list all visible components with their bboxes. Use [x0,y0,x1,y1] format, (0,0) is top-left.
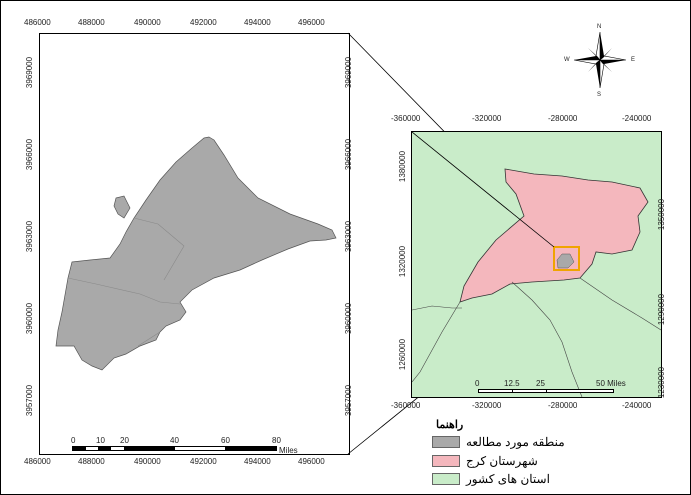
locator-scale-label: 0 [475,379,480,388]
legend-label: شهرستان کرج [466,454,538,468]
locator-right-tick: 1290000 [657,293,667,326]
locator-bottom-tick: -360000 [391,401,421,410]
locator-left-tick: 1380000 [398,150,408,183]
scale-unit: Miles [279,446,298,455]
left-side-tick: 3969000 [25,56,35,89]
left-top-tick: 496000 [298,18,325,27]
left-side-tick: 3966000 [25,138,35,171]
scale-label: 80 [272,436,281,445]
left-bottom-tick: 496000 [298,457,325,466]
study-area-highlight-box [553,246,580,271]
locator-left-tick: 1260000 [398,338,408,371]
left-bottom-tick: 488000 [78,457,105,466]
left-bottom-tick: 492000 [190,457,217,466]
study-area-islet [113,195,131,219]
north-label: N [597,24,602,30]
left-side-tick: 3960000 [25,302,35,335]
locator-bottom-tick: -280000 [548,401,578,410]
legend-item-provinces: استان های کشور [432,472,550,486]
study-area-polygon [55,136,337,371]
left-top-tick: 488000 [78,18,105,27]
left-top-tick: 494000 [244,18,271,27]
legend-swatch [432,455,460,467]
legend-label: منطقه مورد مطالعه [466,435,565,449]
scale-label: 40 [170,436,179,445]
locator-bottom-tick: -320000 [472,401,502,410]
left-bottom-tick: 494000 [244,457,271,466]
study-area-locator [556,253,575,269]
locator-right-tick: 1350000 [657,198,667,231]
legend-item-karaj: شهرستان کرج [432,454,538,468]
right-side-tick: 3969000 [344,56,354,89]
locator-scalebar [478,389,614,393]
locator-top-tick: -360000 [391,114,421,123]
locator-map-frame [411,131,662,398]
legend-item-study-area: منطقه مورد مطالعه [432,435,565,449]
legend-title: راهنما [436,419,464,431]
right-side-tick: 3966000 [344,138,354,171]
legend-swatch [432,473,460,485]
left-bottom-tick: 486000 [24,457,51,466]
scale-label: 10 [96,436,105,445]
left-bottom-tick: 490000 [134,457,161,466]
left-top-tick: 486000 [24,18,51,27]
left-top-tick: 492000 [190,18,217,27]
legend-swatch [432,436,460,448]
left-side-tick: 3957000 [25,384,35,417]
locator-right-tick: 1230000 [657,366,667,399]
scale-label: 60 [221,436,230,445]
locator-scale-label: 12.5 [504,379,520,388]
left-side-tick: 3963000 [25,220,35,253]
locator-bottom-tick: -240000 [622,401,652,410]
locator-top-tick: -240000 [622,114,652,123]
scale-label: 0 [71,436,76,445]
locator-map [412,132,661,397]
left-scalebar [72,446,277,451]
legend-label: استان های کشور [466,472,550,486]
right-side-tick: 3963000 [344,220,354,253]
right-side-tick: 3960000 [344,302,354,335]
east-label: E [631,57,636,63]
locator-left-tick: 1320000 [398,245,408,278]
zoom-connector-in-locator [412,132,555,248]
locator-scale-label: 50 Miles [596,379,626,388]
locator-top-tick: -320000 [472,114,502,123]
left-top-tick: 490000 [134,18,161,27]
right-side-tick: 3957000 [344,384,354,417]
locator-top-tick: -280000 [548,114,578,123]
study-area-internal-boundary [67,217,185,347]
north-arrow-icon [573,31,627,89]
scale-label: 20 [120,436,129,445]
west-label: W [564,57,570,63]
province-boundary [412,277,661,397]
locator-scale-label: 25 [536,379,545,388]
south-label: S [597,92,602,98]
